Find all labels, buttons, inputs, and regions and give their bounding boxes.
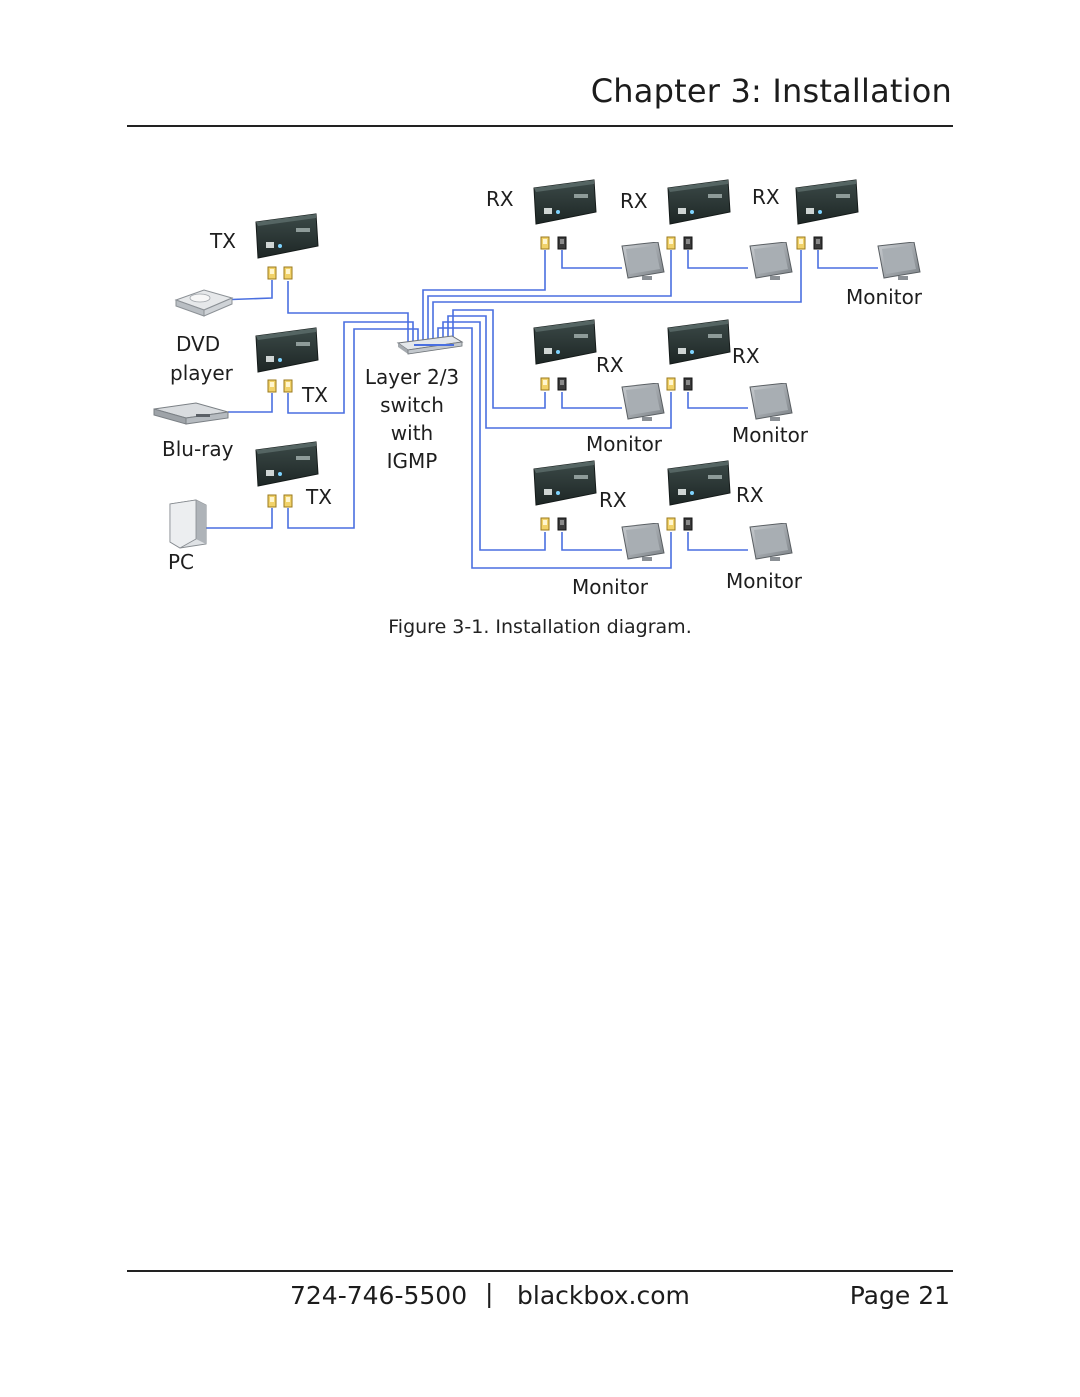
rx-extender-6 [533, 460, 597, 506]
rx-extender-5 [667, 319, 731, 365]
header-rule [127, 125, 953, 127]
monitor-icon-7 [749, 523, 793, 562]
rx-extender-1 [533, 179, 597, 225]
monitor-label-1: Monitor [846, 285, 923, 309]
tx-extender-1 [255, 213, 319, 259]
rx-label-1: RX [486, 187, 514, 211]
blu-ray-label: Blu-ray [162, 437, 234, 461]
rx-label-4: RX [596, 353, 624, 377]
rx-label-2: RX [620, 189, 648, 213]
monitor-icon-2 [749, 242, 793, 281]
network-switch-icon [396, 335, 464, 355]
monitor-icon-1 [621, 242, 665, 281]
rx-label-3: RX [752, 185, 780, 209]
monitor-icon-4 [621, 383, 665, 422]
footer-phone: 724-746-5500 [290, 1281, 468, 1310]
cable-lines [206, 250, 878, 569]
tx-label-2: TX [301, 383, 328, 407]
switch-label-line3: with [391, 421, 433, 445]
pc-label: PC [168, 550, 194, 574]
rx-extender-2 [667, 179, 731, 225]
rx-label-7: RX [736, 483, 764, 507]
rx-extender-7 [667, 460, 731, 506]
footer-separator: | [485, 1279, 494, 1308]
tx-label-3: TX [305, 485, 332, 509]
tx-label-1: TX [209, 229, 236, 253]
monitor-label-5: Monitor [726, 569, 803, 593]
pc-tower-icon [169, 499, 207, 549]
footer-website: blackbox.com [517, 1281, 690, 1310]
tx-extender-2 [255, 327, 319, 373]
switch-label-line4: IGMP [387, 449, 438, 473]
player-label: player [170, 361, 234, 385]
monitor-icon-5 [749, 383, 793, 422]
rx-extender-4 [533, 319, 597, 365]
monitor-label-2: Monitor [586, 432, 663, 456]
monitor-label-3: Monitor [732, 423, 809, 447]
monitor-label-4: Monitor [572, 575, 649, 599]
rx-extender-3 [795, 179, 859, 225]
monitor-icon-6 [621, 523, 665, 562]
monitor-icon-3 [877, 242, 921, 281]
rx-label-6: RX [599, 488, 627, 512]
switch-label-line1: Layer 2/3 [365, 365, 459, 389]
switch-label-line2: switch [380, 393, 444, 417]
figure-caption: Figure 3-1. Installation diagram. [388, 616, 692, 638]
page-number: Page 21 [849, 1281, 950, 1310]
page-footer: 724-746-5500 | blackbox.com Page 21 [127, 1278, 953, 1318]
blu-ray-player-icon [153, 402, 229, 425]
chapter-title: Chapter 3: Installation [590, 72, 952, 110]
dvd-player-icon [174, 289, 234, 317]
rx-label-5: RX [732, 344, 760, 368]
installation-diagram: TX TX TX DVD player Blu-ray PC Layer 2/3… [153, 179, 923, 599]
tx-extender-3 [255, 441, 319, 487]
dvd-label: DVD [176, 332, 220, 356]
footer-rule [127, 1270, 953, 1272]
